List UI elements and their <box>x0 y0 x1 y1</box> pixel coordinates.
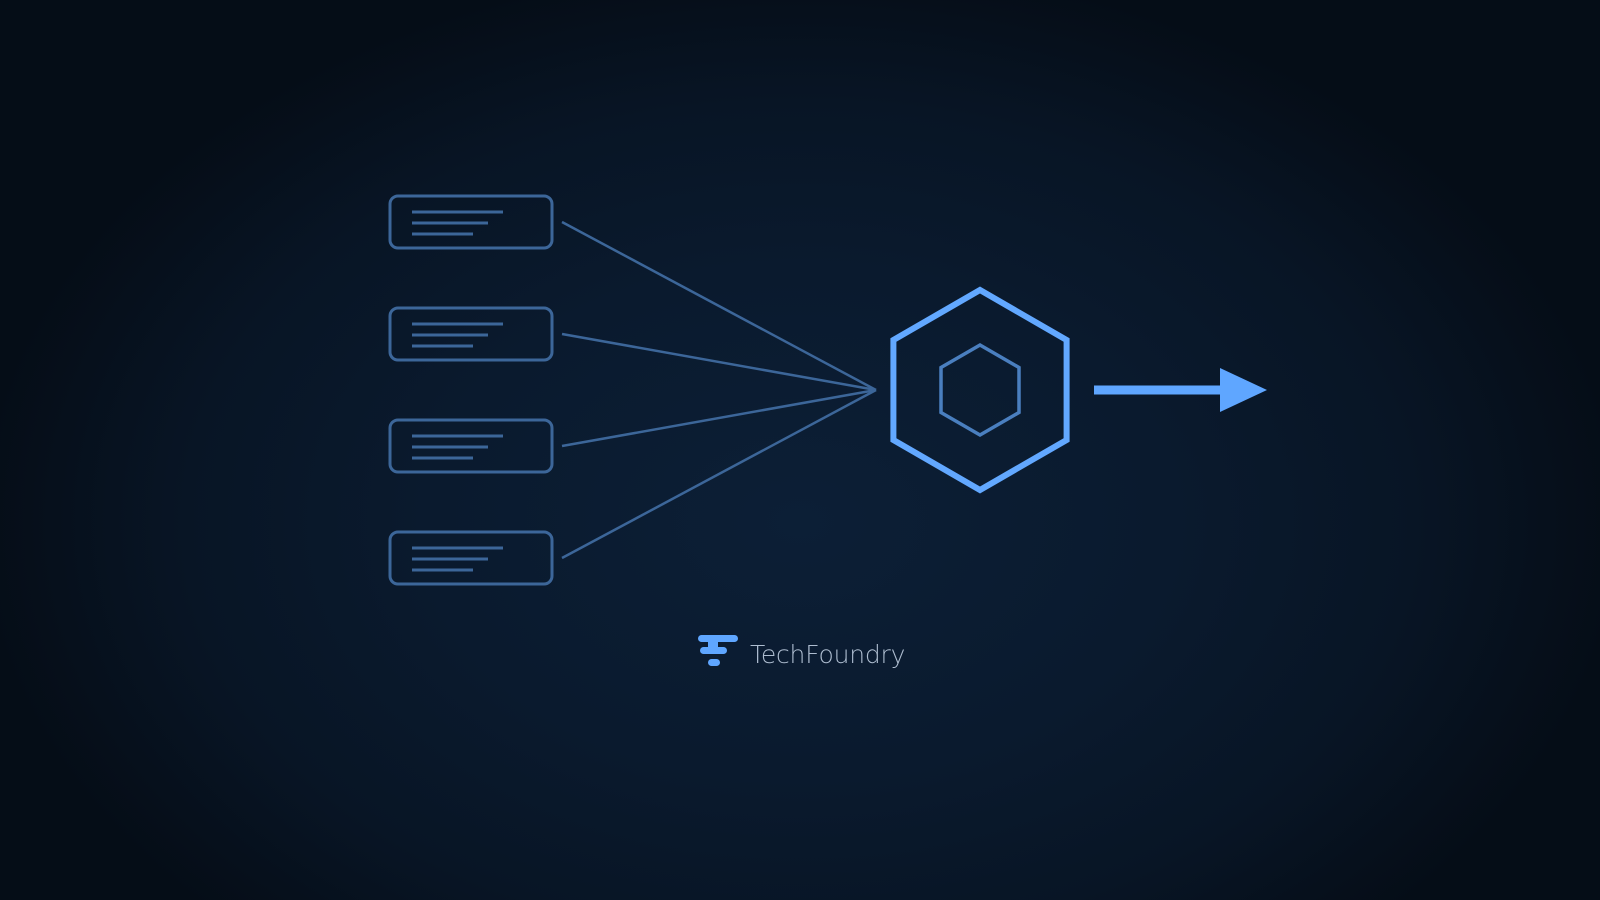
input-sources <box>388 194 554 586</box>
connector-line-2 <box>561 332 877 392</box>
connector-line-3 <box>561 388 877 448</box>
brand-lockup: TechFoundry <box>698 634 905 674</box>
brand-name: TechFoundry <box>750 639 906 669</box>
input-source-3 <box>388 418 554 474</box>
input-source-box <box>388 418 554 474</box>
connector-line-4 <box>561 388 877 560</box>
hexagon-inner-icon <box>939 342 1021 438</box>
connector-lines <box>561 220 877 560</box>
output-arrow <box>1094 368 1267 412</box>
document-lines-icon <box>412 434 503 460</box>
hexagon-outer-icon <box>890 286 1070 494</box>
document-lines-icon <box>412 210 503 236</box>
techfoundry-logo-icon <box>698 635 738 666</box>
arrow-right-icon <box>1220 368 1267 412</box>
connector-line-1 <box>561 220 877 392</box>
input-source-4 <box>388 530 554 586</box>
document-lines-icon <box>412 546 503 572</box>
input-source-1 <box>388 194 554 250</box>
input-source-box <box>388 194 554 250</box>
hexagon-hub <box>890 286 1070 494</box>
input-source-2 <box>388 306 554 362</box>
input-source-box <box>388 530 554 586</box>
input-source-box <box>388 306 554 362</box>
document-lines-icon <box>412 322 503 348</box>
